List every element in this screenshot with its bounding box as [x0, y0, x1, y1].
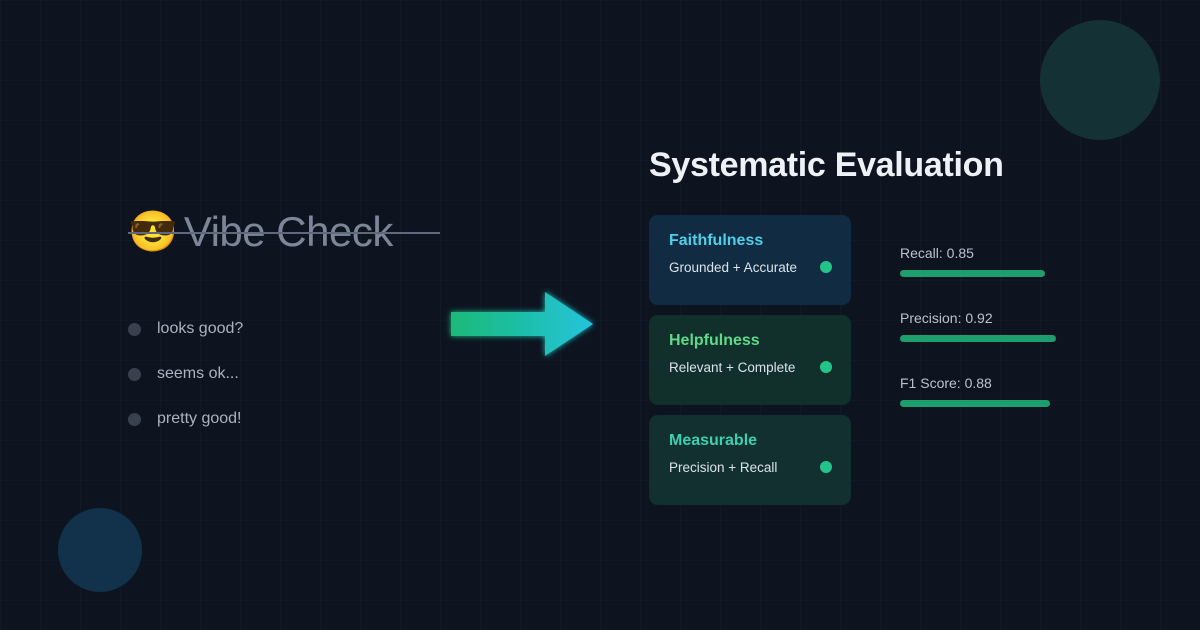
bullet-icon — [128, 367, 141, 381]
vibe-check-list: looks good? seems ok... pretty good! — [128, 320, 488, 428]
list-item: seems ok... — [128, 365, 488, 383]
list-item-label: seems ok... — [157, 365, 239, 382]
metric-bar — [900, 400, 1050, 407]
metric-bar — [900, 335, 1057, 342]
vibe-check-panel: 😎 Vibe Check looks good? seems ok... pre… — [128, 200, 488, 428]
decorative-circle-top-right — [1040, 20, 1160, 140]
list-item-label: pretty good! — [157, 410, 242, 427]
card-subtitle: Precision + Recall — [669, 460, 778, 475]
metric-row: Precision: 0.92 — [900, 310, 1080, 342]
metric-track — [900, 270, 1070, 277]
metric-track — [900, 335, 1070, 342]
transition-arrow — [443, 288, 598, 360]
bullet-icon — [128, 322, 141, 336]
card-title: Measurable — [669, 432, 758, 449]
card-helpfulness[interactable]: Helpfulness Relevant + Complete — [649, 315, 851, 405]
metric-label: Precision: 0.92 — [900, 310, 993, 326]
page-title: Systematic Evaluation — [649, 146, 1004, 184]
status-dot-icon — [820, 261, 832, 273]
right-arrow-icon — [451, 292, 593, 356]
vibe-check-heading: 😎 Vibe Check — [128, 200, 488, 264]
card-title: Faithfulness — [669, 232, 764, 249]
strikethrough-line — [128, 232, 440, 234]
card-title: Helpfulness — [669, 332, 760, 349]
status-dot-icon — [820, 361, 832, 373]
metric-track — [900, 400, 1070, 407]
metric-row: Recall: 0.85 — [900, 245, 1080, 277]
card-subtitle: Grounded + Accurate — [669, 260, 797, 275]
card-faithfulness[interactable]: Faithfulness Grounded + Accurate — [649, 215, 851, 305]
list-item: pretty good! — [128, 410, 488, 428]
list-item-label: looks good? — [157, 320, 244, 337]
metric-bar — [900, 270, 1045, 277]
status-dot-icon — [820, 461, 832, 473]
evaluation-cards: Faithfulness Grounded + Accurate Helpful… — [649, 215, 851, 515]
card-measurable[interactable]: Measurable Precision + Recall — [649, 415, 851, 505]
metrics-panel: Recall: 0.85 Precision: 0.92 F1 Score: 0… — [900, 245, 1080, 440]
decorative-circle-bottom-left — [58, 508, 142, 592]
bullet-icon — [128, 412, 141, 426]
card-subtitle: Relevant + Complete — [669, 360, 796, 375]
metric-row: F1 Score: 0.88 — [900, 375, 1080, 407]
list-item: looks good? — [128, 320, 488, 338]
vibe-check-label: Vibe Check — [183, 208, 394, 255]
metric-label: F1 Score: 0.88 — [900, 375, 992, 391]
metric-label: Recall: 0.85 — [900, 245, 974, 261]
